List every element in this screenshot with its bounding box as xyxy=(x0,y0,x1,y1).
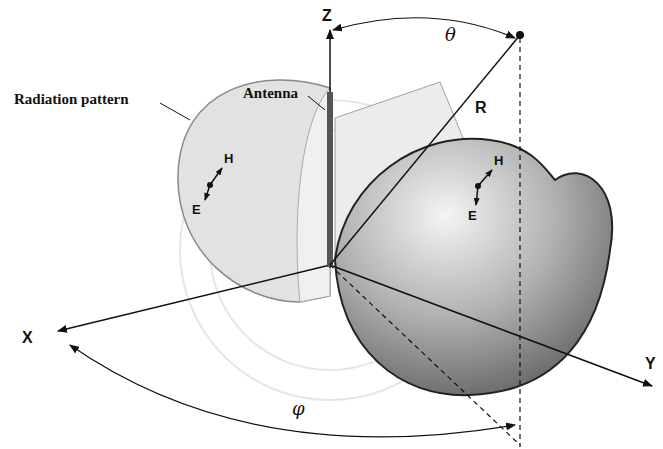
axis-label: Z xyxy=(322,8,332,24)
leader-line xyxy=(160,103,190,120)
ground-projection xyxy=(330,265,520,445)
e-vector xyxy=(476,186,478,205)
part-label: Antenna xyxy=(243,86,298,101)
x-axis xyxy=(58,265,330,331)
phi-arc xyxy=(70,345,515,437)
r-vector xyxy=(330,35,520,265)
e-vector xyxy=(205,185,210,200)
y-axis xyxy=(330,265,652,386)
axis-label: X xyxy=(22,330,33,346)
field-label: H xyxy=(494,154,503,167)
right-lobe xyxy=(335,139,612,395)
antenna-rod xyxy=(327,92,333,267)
theta-arc xyxy=(333,18,515,38)
field-label: E xyxy=(468,209,477,222)
angle-label: φ xyxy=(292,400,305,418)
h-vector xyxy=(478,170,492,186)
projection-line xyxy=(519,38,520,447)
left-lobe xyxy=(178,80,330,302)
field-label: H xyxy=(224,152,233,165)
axis-label: Y xyxy=(645,356,656,372)
h-vector xyxy=(210,168,222,185)
field-label: E xyxy=(192,203,201,216)
field-point xyxy=(516,31,524,39)
part-label: Radiation pattern xyxy=(14,92,129,107)
vector-label: R xyxy=(475,100,487,116)
lobe-cut-face xyxy=(297,88,330,302)
leader-line xyxy=(308,96,325,110)
angle-label: θ xyxy=(445,26,456,44)
